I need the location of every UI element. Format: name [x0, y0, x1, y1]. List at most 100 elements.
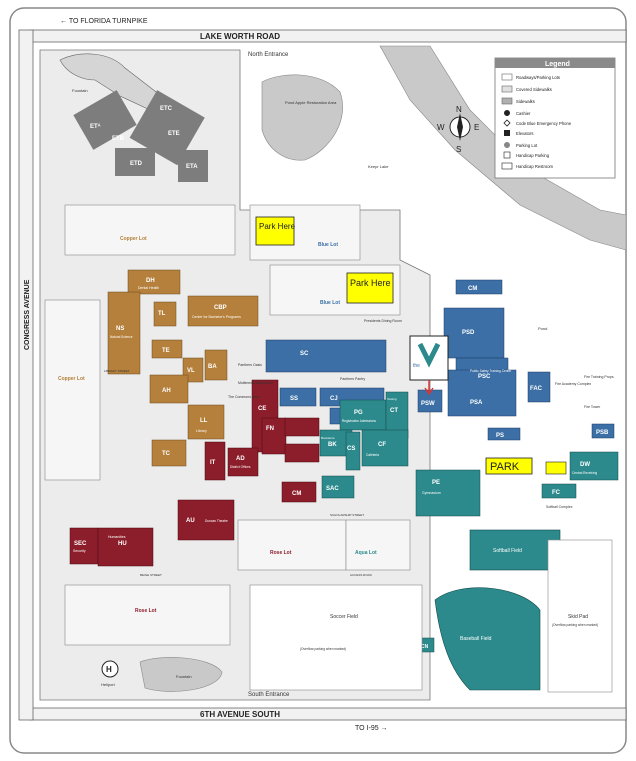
building-it [204, 441, 226, 481]
building-cm-blue-label: CM [468, 286, 477, 292]
code-blue-phone-icon [503, 119, 511, 127]
building-ns-name: Natural Science [110, 335, 133, 339]
building-ss-label: SS [290, 396, 298, 402]
baseball-field [434, 587, 541, 691]
legend-item-8: Handicap Parking [516, 153, 550, 158]
park-here-sign-1 [255, 216, 295, 246]
park-here-sign-1-label: Park Here [259, 222, 296, 231]
building-sec-label: SEC [74, 541, 87, 547]
cashier-icon [504, 110, 510, 116]
softball-field [469, 529, 561, 571]
pond-apple-area [261, 74, 343, 161]
building-sec-name: Security [73, 549, 86, 553]
building-cs [345, 431, 361, 471]
building-sac-label: SAC [326, 486, 339, 492]
ymca-sign-label: the [413, 363, 420, 369]
building-cbp-label: CBP [214, 305, 227, 311]
building-bk-name: Bookstore [321, 436, 335, 440]
building-ss [279, 387, 317, 407]
building-cbp [187, 295, 259, 327]
building-psw [417, 389, 443, 413]
building-sec [69, 527, 99, 565]
building-ad-name: District Offices [230, 465, 251, 469]
skid-pad-label: Skid Pad [568, 614, 588, 620]
legend-item-9: Handicap Restroom [516, 164, 554, 169]
copper-building-labels: DH CBP NS TL TE VL BA AH LL TC [116, 278, 227, 457]
building-pg-label: PG [354, 410, 363, 416]
park-sign-label: PARK [490, 461, 520, 473]
compass-n: N [456, 105, 462, 114]
building-dw [569, 451, 619, 481]
building-pg-name: Registration Admissions [342, 419, 376, 423]
access-road-label: ACCESS ROAD [350, 573, 373, 577]
ymca-arrow-icon [424, 380, 434, 396]
building-fn [261, 417, 287, 455]
building-psc-label: PSC [478, 374, 491, 380]
panthers-oasis-label: Panthers Oasis [238, 363, 262, 367]
blue-lot-top-label: Blue Lot [318, 242, 338, 248]
elevator-icon [504, 130, 510, 136]
scholarship-street-label: SCHOLARSHIP STREET [330, 513, 364, 517]
compass-e: E [474, 123, 479, 132]
maroon-buildings [69, 379, 320, 567]
skid-note-label: (Overflow parking when marked) [552, 623, 598, 627]
building-ad [227, 447, 259, 477]
yellow-lot [545, 461, 567, 475]
legend-item-7: Parking Lot [516, 143, 538, 148]
building-fac [527, 371, 551, 403]
building-sc [265, 339, 387, 373]
soccer-field [249, 584, 423, 691]
blue-building-labels: SC SS CJ PSD PSC PSA PS PSB PSW FAC CM [290, 286, 609, 439]
handicap-parking-icon [503, 151, 511, 159]
et-complex: ETᴬ ETB ETC ETD ETE ETA Fountain [59, 53, 208, 182]
library-street-label: LIBRARY STREET [104, 369, 130, 373]
building-cr [284, 417, 320, 437]
building-etd-label: ETD [130, 161, 143, 167]
softball-field-label: Softball Field [493, 548, 522, 554]
aqua-lot [345, 519, 411, 571]
building-dh-label: DH [146, 278, 155, 284]
building-ns-label: NS [116, 326, 124, 332]
building-te-label: TE [162, 348, 170, 354]
compass: N S E W [437, 105, 479, 154]
parking-icon [504, 142, 510, 148]
compass-s: S [456, 145, 461, 154]
building-hu-name: Humanities [108, 535, 126, 539]
maroon-building-labels: CE AD FN CM IT AU SEC HU [74, 406, 301, 547]
building-sc-label: SC [300, 351, 309, 357]
building-dw-name: Central Receiving [572, 471, 597, 475]
park-here-sign-2 [346, 272, 394, 304]
fire-training-label: Fire Training Props [584, 375, 614, 379]
building-ps-label: PS [496, 433, 504, 439]
building-ll [187, 404, 225, 440]
building-psd-label: PSD [462, 330, 475, 336]
copper-lot-left [44, 299, 101, 481]
rose-lot-left [64, 584, 231, 646]
building-psa [447, 369, 517, 417]
pond-label: Pond [538, 326, 547, 331]
copper-lot-top [64, 204, 236, 256]
building-ba [204, 349, 228, 381]
building-fac-label: FAC [530, 386, 543, 392]
baseball-field-label: Baseball Field [460, 636, 492, 642]
building-pe-name: Gymnasium [422, 491, 441, 495]
north-road [29, 29, 627, 43]
building-cm-blue [455, 279, 503, 295]
legend-item-3: Sidewalks [516, 99, 535, 104]
west-road-label: CONGRESS AVENUE [24, 279, 31, 350]
legend: Legend Roadways/Parking Lots Covered Sid… [494, 57, 616, 179]
building-cf-name: Cafeteria [366, 453, 379, 457]
building-cn-label: CN [421, 644, 429, 650]
building-etc-label: ETC [160, 106, 173, 112]
building-au-label: AU [186, 518, 195, 524]
building-dw-label: DW [580, 462, 590, 468]
rose-lot-left-label: Rose Lot [135, 608, 157, 614]
building-cs-label: CS [347, 446, 355, 452]
building-tc-label: TC [162, 451, 171, 457]
building-ad-label: AD [236, 456, 245, 462]
building-psb [591, 423, 615, 439]
building-eta2-label: ETA [186, 164, 198, 170]
building-tc [151, 439, 187, 467]
legend-title: Legend [545, 61, 570, 68]
